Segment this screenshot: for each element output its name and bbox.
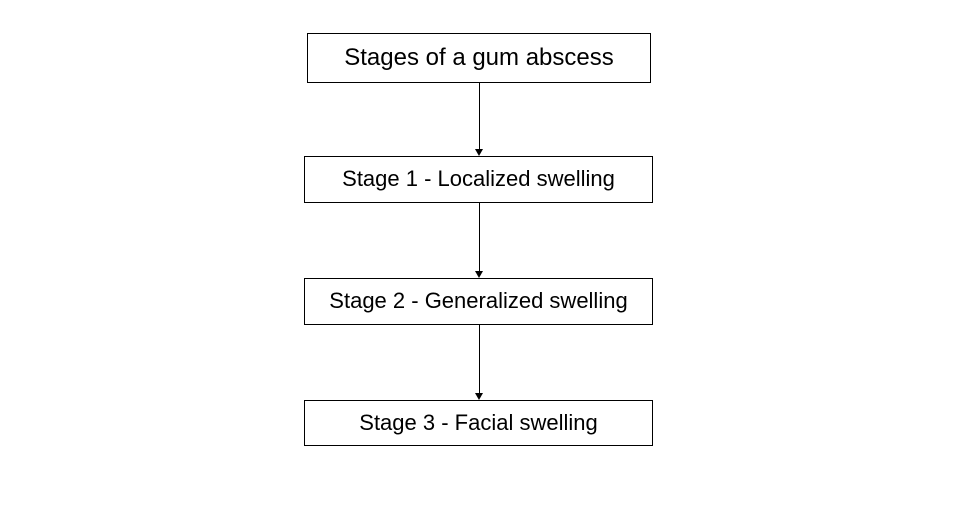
flow-node-title-label: Stages of a gum abscess	[344, 43, 614, 71]
flow-node-stage-3-label: Stage 3 - Facial swelling	[359, 409, 598, 435]
flow-node-stage-1-label: Stage 1 - Localized swelling	[342, 166, 615, 192]
connector-arrow-title-to-stage-1	[475, 83, 483, 156]
arrowhead-down-icon	[475, 149, 483, 156]
flow-node-stage-1: Stage 1 - Localized swelling	[304, 156, 653, 203]
flow-node-stage-2: Stage 2 - Generalized swelling	[304, 278, 653, 325]
flow-node-stage-2-label: Stage 2 - Generalized swelling	[329, 288, 628, 314]
connector-arrow-stage-2-to-stage-3	[475, 325, 483, 400]
flow-node-title: Stages of a gum abscess	[307, 33, 651, 83]
connector-arrow-stage-1-to-stage-2	[475, 203, 483, 278]
arrowhead-down-icon	[475, 271, 483, 278]
arrowhead-down-icon	[475, 393, 483, 400]
flow-node-stage-3: Stage 3 - Facial swelling	[304, 400, 653, 446]
